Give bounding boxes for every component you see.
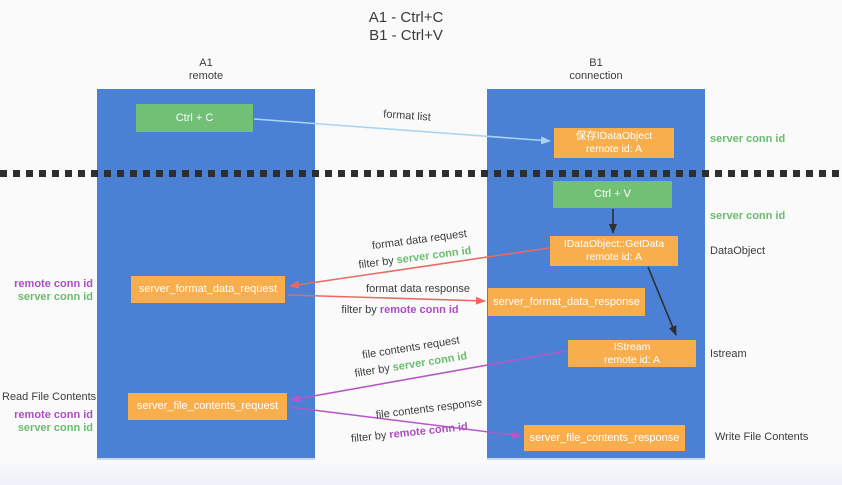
node-ctrl-c: Ctrl + C [136, 104, 253, 132]
left-conn-id-labels-top: remote conn id server conn id [10, 278, 93, 304]
node-istream: IStream remote id: A [568, 340, 696, 367]
node-server-format-data-response: server_format_data_response [488, 288, 645, 316]
server-conn-id-label: server conn id [17, 422, 93, 434]
lane-b1-name: B1 [589, 57, 603, 69]
lane-a1-subtitle: remote [188, 70, 224, 82]
remote-conn-id-label: remote conn id [388, 420, 469, 442]
lane-a1-name: A1 [199, 57, 213, 69]
lane-header-a1: A1 remote [97, 57, 315, 83]
node-server-file-contents-request: server_file_contents_request [128, 393, 287, 420]
title-line-1: A1 - Ctrl+C [368, 9, 444, 26]
title-line-2: B1 - Ctrl+V [369, 27, 443, 44]
lane-b1-subtitle: connection [569, 70, 623, 82]
diagram-title: A1 - Ctrl+C B1 - Ctrl+V [0, 9, 812, 45]
node-save-idataobject-line1: 保存IDataObject [575, 130, 653, 142]
filter-prefix: filter by [357, 254, 395, 272]
node-server-format-data-request: server_format_data_request [131, 276, 285, 303]
node-ctrl-c-label: Ctrl + C [175, 111, 214, 124]
phase-separator-dashed-line [0, 170, 842, 177]
remote-conn-id-label: remote conn id [14, 409, 93, 421]
istream-label: Istream [710, 348, 747, 360]
read-file-contents-label: Read File Contents [2, 391, 97, 403]
filter-prefix: filter by [353, 362, 391, 380]
node-server-format-data-request-label: server_format_data_request [138, 283, 278, 295]
node-idataobject-getdata-line1: IDataObject::GetData [563, 238, 665, 250]
server-conn-id-label-right-top: server conn id [710, 133, 786, 145]
node-server-file-contents-response-label: server_file_contents_response [529, 431, 680, 444]
server-conn-id-label-right-mid: server conn id [710, 210, 786, 222]
server-conn-id-label: server conn id [17, 291, 93, 303]
node-save-idataobject-line2: remote id: A [585, 143, 643, 155]
node-ctrl-v-label: Ctrl + V [594, 188, 631, 200]
node-server-file-contents-response: server_file_contents_response [524, 425, 685, 451]
filter-prefix: filter by [341, 304, 377, 316]
lane-header-b1: B1 connection [487, 57, 705, 83]
node-istream-line1: IStream [613, 340, 651, 353]
filter-prefix: filter by [350, 429, 388, 446]
remote-conn-id-label: remote conn id [14, 278, 93, 290]
node-save-idataobject: 保存IDataObject remote id: A [554, 128, 674, 158]
node-server-file-contents-request-label: server_file_contents_request [136, 400, 279, 412]
dataobject-label: DataObject [710, 245, 766, 257]
left-conn-id-labels-bottom: remote conn id server conn id [10, 409, 93, 435]
format-list-arrow-label: format list [382, 108, 432, 124]
write-file-contents-label: Write File Contents [715, 431, 809, 443]
node-ctrl-v: Ctrl + V [553, 181, 672, 208]
node-server-format-data-response-label: server_format_data_response [493, 295, 640, 308]
file-contents-response-arrow-label: file contents response [375, 396, 483, 422]
node-idataobject-getdata: IDataObject::GetData remote id: A [550, 236, 678, 266]
format-data-response-arrow-label: format data response [366, 283, 470, 295]
node-idataobject-getdata-line2: remote id: A [585, 251, 643, 263]
remote-conn-id-label: remote conn id [379, 304, 459, 316]
node-istream-line2: remote id: A [603, 353, 661, 366]
